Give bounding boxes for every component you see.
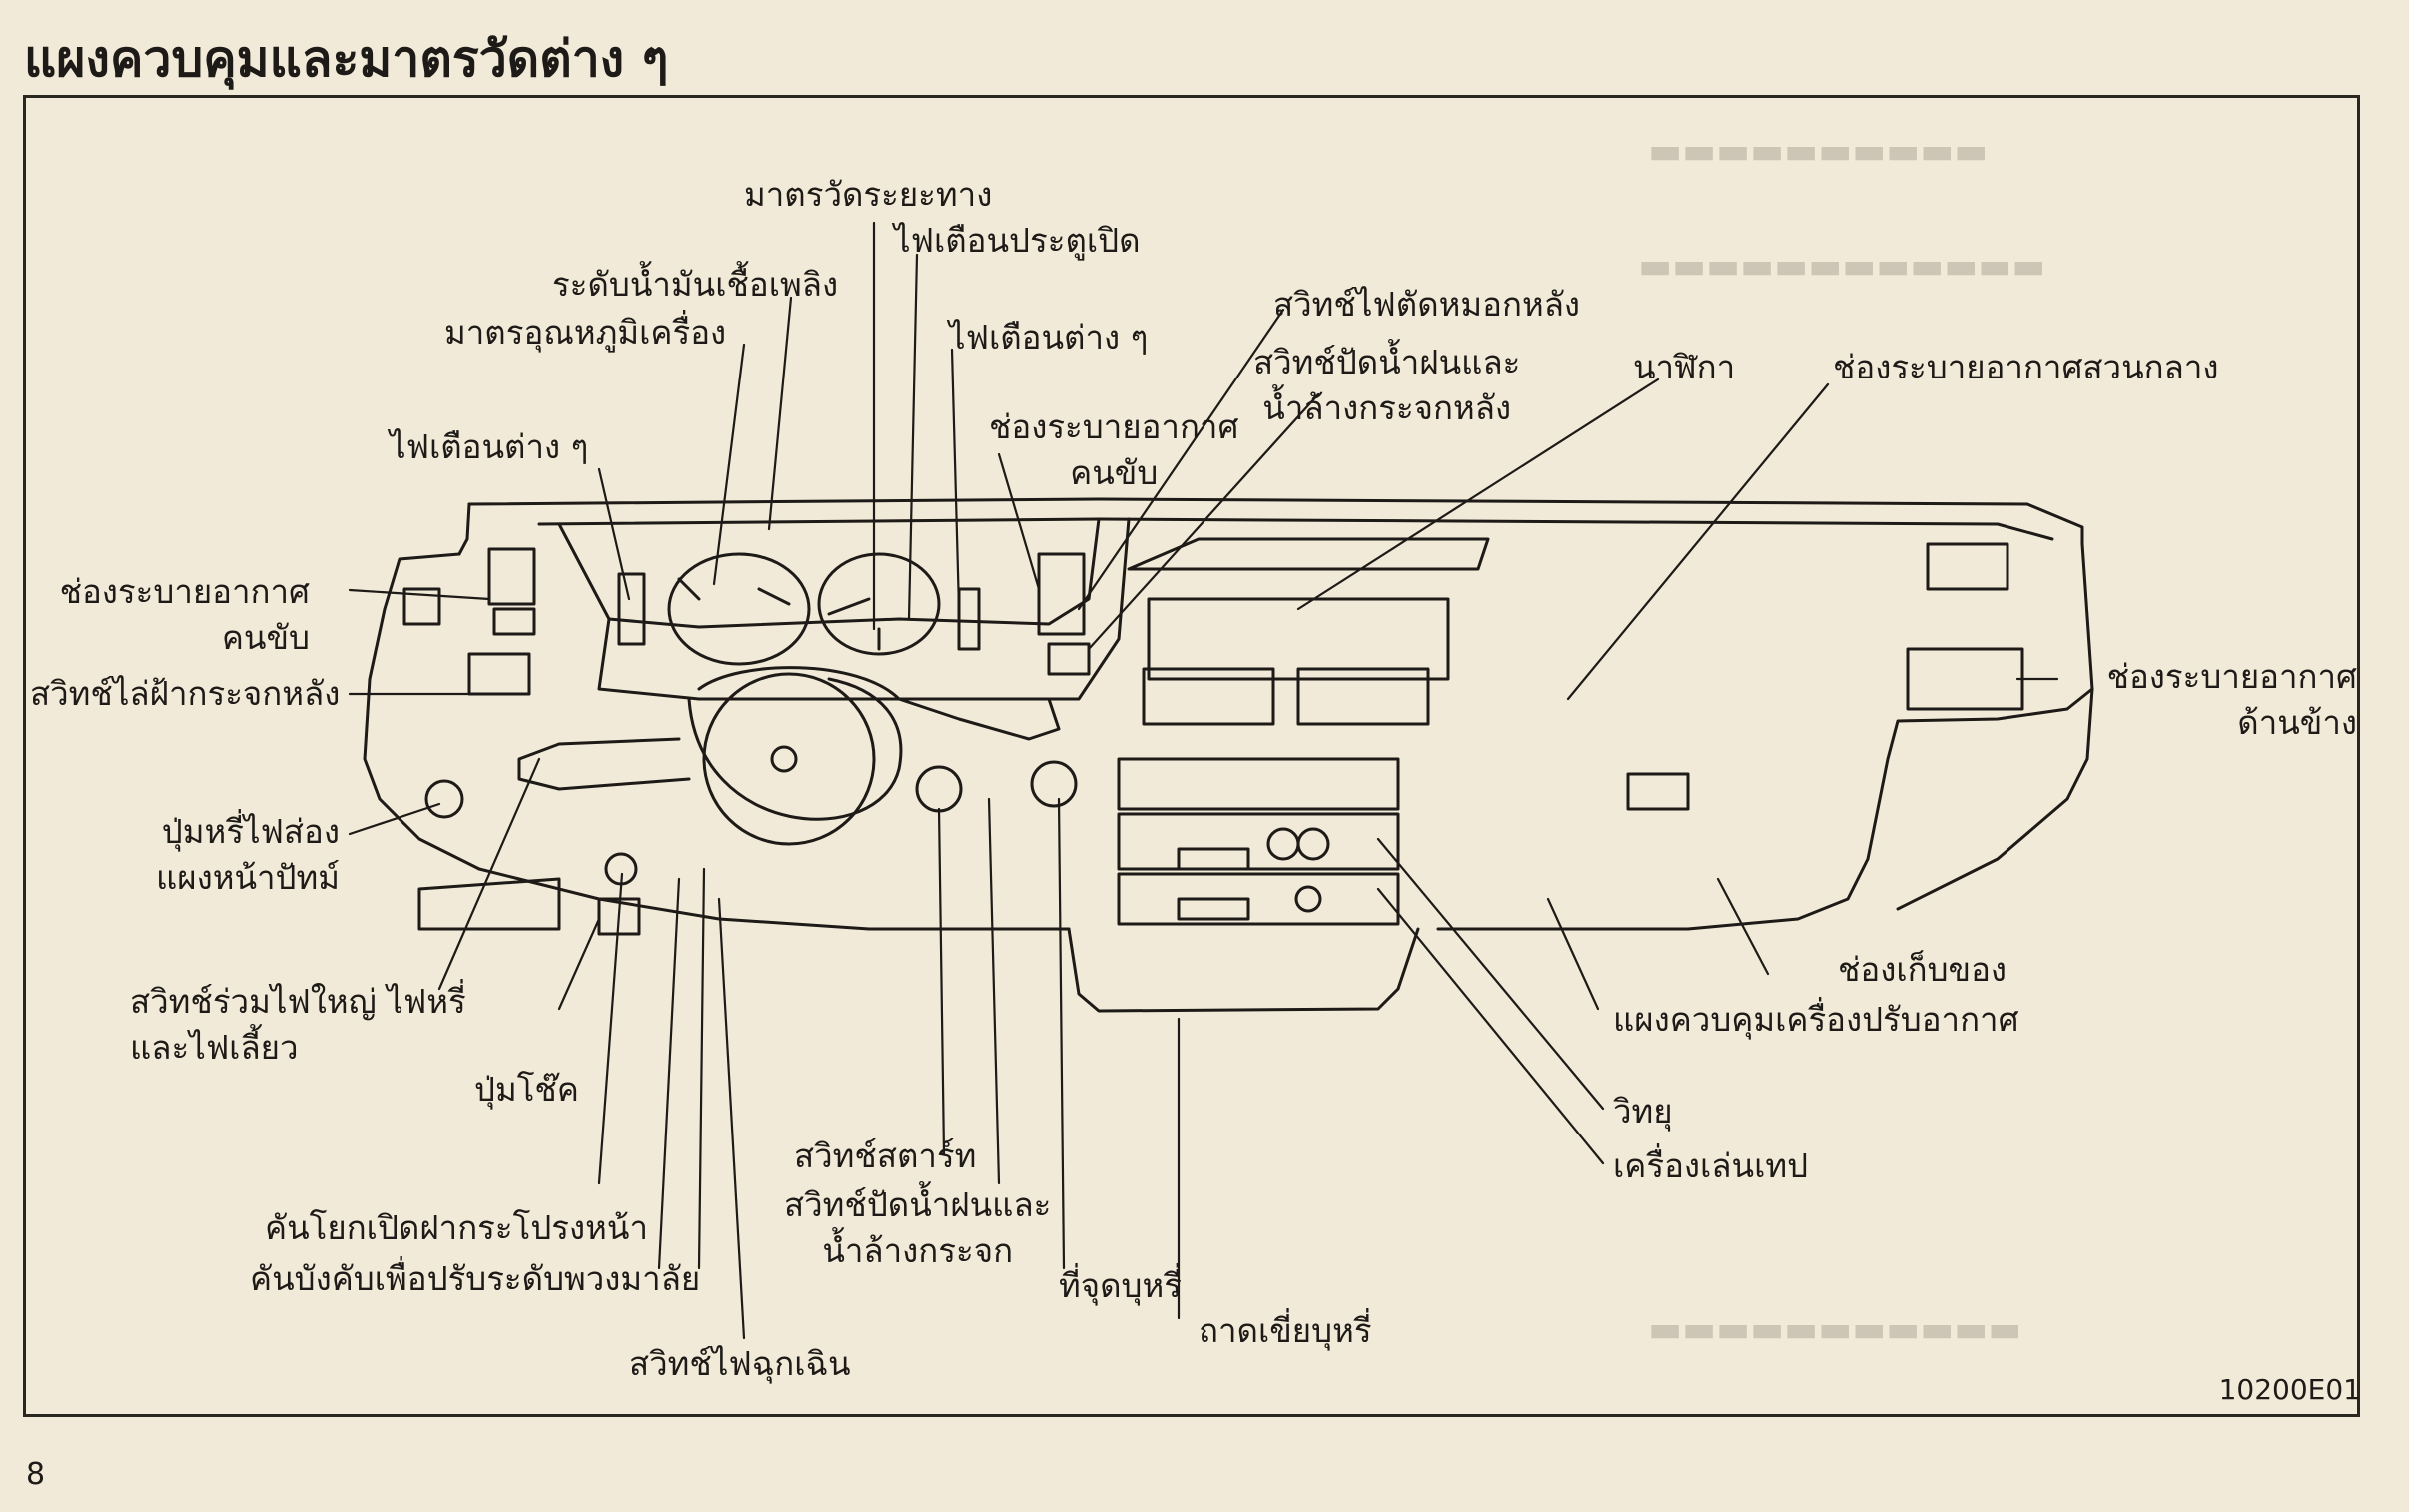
bleed-through-text: ▬▬▬▬▬▬▬▬▬▬▬▬ (1638, 245, 2046, 287)
label-odometer: มาตรวัดระยะทาง (744, 175, 993, 214)
page-title: แผงควบคุมและมาตรวัดต่าง ๆ (24, 30, 669, 88)
label-ac-control-panel: แผงควบคุมเครื่องปรับอากาศ (1613, 1000, 2019, 1039)
label-ashtray: ถาดเขี่ยบุหรี่ (1199, 1311, 1372, 1350)
label-side-vent: ช่องระบายอากาศ ด้านข้าง (2067, 654, 2357, 746)
label-rear-wiper-switch: สวิทช์ปัดน้ำฝนและ น้ำล้างกระจกหลัง (1253, 340, 1520, 431)
label-headlight-combo-line2: และไฟเลี้ยว (130, 1028, 299, 1067)
label-driver-vent-right: ช่องระบายอากาศ คนขับ (989, 404, 1238, 496)
label-choke-knob: ปุ่มโช๊ค (474, 1070, 579, 1109)
label-radio: วิทยุ (1613, 1092, 1673, 1131)
label-center-vent: ช่องระบายอากาศสวนกลาง (1833, 348, 2219, 386)
label-headlight-combo-line1: สวิทช์ร่วมไฟใหญ่ ไฟหรี่ (130, 982, 466, 1021)
label-steering-tilt-lever: คันบังคับเพื่อปรับระดับพวงมาลัย (250, 1259, 701, 1298)
label-tape-player: เครื่องเล่นเทป (1613, 1146, 1809, 1185)
label-driver-vent-left-line2: คนขับ (221, 618, 310, 657)
label-door-warning: ไฟเตือนประตูเปิด (894, 221, 1141, 260)
label-wiper-switch-line1: สวิทช์ปัดน้ำฝนและ (784, 1185, 1052, 1224)
bleed-through-text: ▬▬▬▬▬▬▬▬▬▬▬ (1648, 1308, 2022, 1350)
label-cigarette-lighter: ที่จุดบุหรี่ (1059, 1266, 1182, 1305)
label-fuel-gauge: ระดับน้ำมันเชื้อเพลิง (552, 265, 839, 304)
label-warning-lights-mid: ไฟเตือนต่าง ๆ (949, 318, 1149, 357)
figure-frame (23, 95, 2360, 1417)
label-side-vent-line2: ด้านข้าง (2237, 703, 2357, 742)
bleed-through-text: ▬▬▬▬▬▬▬▬▬▬ (1648, 130, 1989, 172)
label-warning-lights-left: ไฟเตือนต่าง ๆ (390, 427, 589, 466)
label-driver-vent-right-line1: ช่องระบายอากาศ (989, 407, 1239, 446)
dashboard-outline (363, 497, 2094, 1013)
figure-code: 10200E01 (2218, 1373, 2361, 1406)
label-dimmer-knob: ปุ่มหรี่ไฟส่อง แผงหน้าปัทม์ (100, 809, 340, 901)
label-dimmer-knob-line1: ปุ่มหรี่ไฟส่อง (161, 812, 340, 851)
leader-lines (348, 221, 2059, 1340)
label-wiper-switch-line2: น้ำล้างกระจก (822, 1231, 1014, 1270)
label-rear-wiper-line1: สวิทช์ปัดน้ำฝนและ (1253, 343, 1521, 381)
label-rear-wiper-line2: น้ำล้างกระจกหลัง (1262, 388, 1512, 427)
label-rear-fog-switch: สวิทช์ไฟตัดหมอกหลัง (1273, 285, 1581, 324)
label-driver-vent-left-line1: ช่องระบายอากาศ (59, 572, 310, 611)
label-driver-vent-right-line2: คนขับ (1070, 453, 1159, 492)
label-wiper-switch: สวิทช์ปัดน้ำฝนและ น้ำล้างกระจก (784, 1182, 1051, 1274)
label-rear-defogger-switch: สวิทช์ไล่ฝ้ากระจกหลัง (30, 674, 341, 713)
label-temp-gauge: มาตรอุณหภูมิเครื่อง (444, 313, 727, 352)
label-side-vent-line1: ช่องระบายอากาศ (2106, 657, 2357, 696)
label-headlight-combo-switch: สวิทช์ร่วมไฟใหญ่ ไฟหรี่ และไฟเลี้ยว (130, 979, 466, 1071)
label-hood-release: คันโยกเปิดฝากระโปรงหน้า (265, 1208, 648, 1247)
label-clock: นาฬิกา (1633, 348, 1736, 386)
page-number: 8 (26, 1457, 46, 1492)
label-starter-switch: สวิทช์สตาร์ท (794, 1136, 977, 1175)
label-driver-vent-left: ช่องระบายอากาศ คนขับ (30, 569, 310, 661)
label-dimmer-knob-line2: แผงหน้าปัทม์ (155, 858, 340, 897)
label-hazard-switch: สวิทช์ไฟฉุกเฉิน (629, 1344, 851, 1383)
label-glovebox: ช่องเก็บของ (1838, 950, 2008, 989)
